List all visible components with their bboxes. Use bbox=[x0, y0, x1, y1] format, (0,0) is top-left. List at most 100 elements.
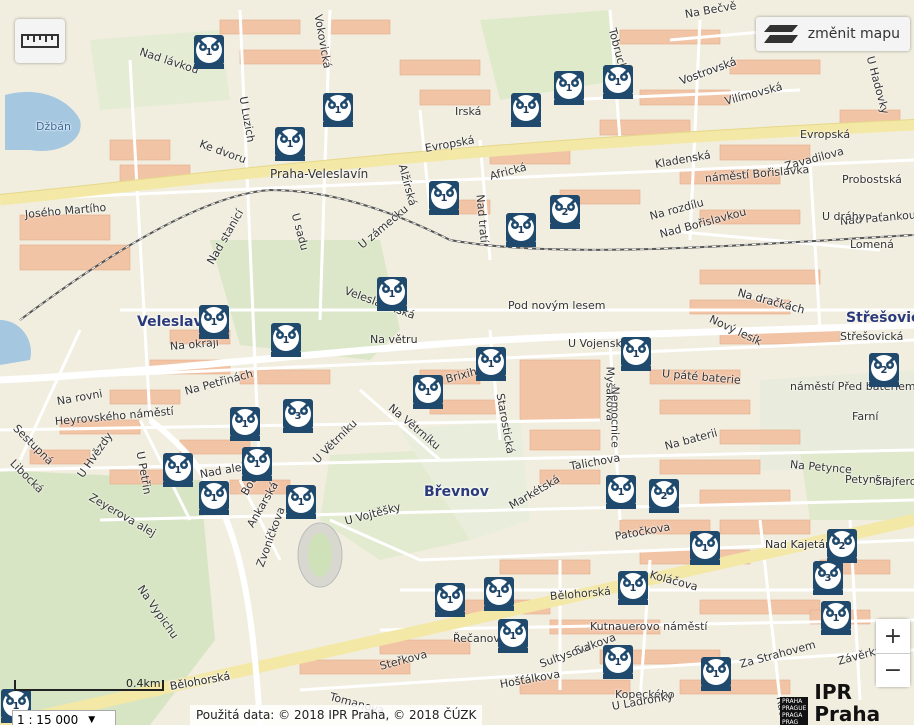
owl-pin-icon bbox=[603, 645, 633, 679]
owl-pin-icon bbox=[550, 195, 580, 229]
attribution: Použitá data: © 2018 IPR Praha, © 2018 Č… bbox=[190, 705, 483, 725]
camera-pin[interactable]: 3 bbox=[812, 560, 844, 596]
camera-pin[interactable]: 1 bbox=[376, 276, 408, 312]
camera-pin[interactable]: 2 bbox=[826, 528, 858, 564]
camera-pin[interactable]: 1 bbox=[605, 474, 637, 510]
pin-count: 1 bbox=[282, 335, 290, 346]
camera-pin[interactable]: 1 bbox=[602, 644, 634, 680]
owl-pin-icon bbox=[606, 475, 636, 509]
pin-count: 1 bbox=[701, 543, 709, 554]
owl-pin-icon bbox=[377, 277, 407, 311]
owl-pin-icon bbox=[323, 93, 353, 127]
scale-select[interactable]: 1 : 15 000 ▼ bbox=[12, 710, 116, 725]
pin-count: 1 bbox=[522, 105, 530, 116]
camera-pin[interactable]: 1 bbox=[483, 576, 515, 612]
zoom-out-button[interactable]: − bbox=[876, 653, 910, 687]
pin-count: 1 bbox=[629, 583, 637, 594]
pin-count: 2 bbox=[660, 491, 668, 502]
pin-count: 1 bbox=[632, 349, 640, 360]
camera-pin[interactable]: 2 bbox=[549, 194, 581, 230]
camera-pin[interactable]: 1 bbox=[497, 618, 529, 654]
camera-pin[interactable]: 1 bbox=[700, 656, 732, 692]
camera-pin[interactable]: 1 bbox=[274, 126, 306, 162]
camera-pin[interactable]: 1 bbox=[162, 452, 194, 488]
pin-count: 1 bbox=[253, 459, 261, 470]
zoom-in-button[interactable]: + bbox=[876, 619, 910, 653]
camera-pin[interactable]: 1 bbox=[617, 570, 649, 606]
pin-count: 1 bbox=[614, 77, 622, 88]
owl-pin-icon bbox=[484, 577, 514, 611]
camera-pin[interactable]: 2 bbox=[648, 478, 680, 514]
camera-pin[interactable]: 1 bbox=[689, 530, 721, 566]
change-map-button[interactable]: změnit mapu bbox=[755, 17, 910, 51]
owl-pin-icon bbox=[429, 181, 459, 215]
owl-pin-icon bbox=[701, 657, 731, 691]
camera-pin[interactable]: 1 bbox=[241, 446, 273, 482]
pin-count: 1 bbox=[388, 289, 396, 300]
owl-pin-icon bbox=[283, 399, 313, 433]
camera-pin[interactable]: 1 bbox=[193, 34, 225, 70]
camera-pin[interactable]: 1 bbox=[412, 374, 444, 410]
camera-pin[interactable]: 1 bbox=[434, 582, 466, 618]
owl-pin-icon bbox=[821, 601, 851, 635]
camera-pin[interactable]: 3 bbox=[282, 398, 314, 434]
camera-pin[interactable]: 1 bbox=[198, 480, 230, 516]
owl-pin-icon bbox=[621, 337, 651, 371]
camera-pin[interactable]: 1 bbox=[510, 92, 542, 128]
owl-pin-icon bbox=[827, 529, 857, 563]
camera-pin[interactable]: 1 bbox=[322, 92, 354, 128]
owl-pin-icon bbox=[163, 453, 193, 487]
owl-pin-icon bbox=[413, 375, 443, 409]
camera-pin[interactable]: 1 bbox=[229, 406, 261, 442]
camera-pin[interactable]: 1 bbox=[475, 346, 507, 382]
scale-select-value: 1 : 15 000 bbox=[17, 713, 79, 725]
pin-count: 1 bbox=[210, 317, 218, 328]
owl-pin-icon bbox=[554, 71, 584, 105]
owl-pin-icon bbox=[435, 583, 465, 617]
camera-pin[interactable]: 1 bbox=[428, 180, 460, 216]
owl-pin-icon bbox=[242, 447, 272, 481]
pin-count: 1 bbox=[205, 47, 213, 58]
pin-count: 1 bbox=[487, 359, 495, 370]
pin-count: 2 bbox=[838, 541, 846, 552]
pin-count: 1 bbox=[286, 139, 294, 150]
camera-pin[interactable]: 1 bbox=[285, 484, 317, 520]
camera-pin[interactable]: 1 bbox=[198, 304, 230, 340]
camera-pin[interactable]: 1 bbox=[620, 336, 652, 372]
pin-count: 1 bbox=[174, 465, 182, 476]
camera-pin[interactable]: 1 bbox=[505, 212, 537, 248]
owl-pin-icon bbox=[199, 481, 229, 515]
pin-count: 1 bbox=[517, 225, 525, 236]
owl-pin-icon bbox=[869, 353, 899, 387]
owl-pin-icon bbox=[618, 571, 648, 605]
owl-pin-icon bbox=[476, 347, 506, 381]
pin-count: 1 bbox=[614, 657, 622, 668]
scale-bar bbox=[14, 680, 164, 691]
pin-count: 1 bbox=[712, 669, 720, 680]
district-label-stresovice: Střešovice bbox=[846, 310, 914, 326]
pin-count: 1 bbox=[210, 493, 218, 504]
measure-button[interactable] bbox=[15, 19, 65, 63]
camera-pin[interactable]: 1 bbox=[270, 322, 302, 358]
camera-pin[interactable]: 1 bbox=[553, 70, 585, 106]
pin-count: 2 bbox=[561, 207, 569, 218]
owl-pin-icon bbox=[286, 485, 316, 519]
owl-pin-icon bbox=[511, 93, 541, 127]
owl-pin-icon bbox=[498, 619, 528, 653]
district-label-brevnov: Břevnov bbox=[424, 484, 489, 500]
pin-count: 1 bbox=[565, 83, 573, 94]
ipr-logo[interactable]: PRAHA PRAGUE PRAGA PRAG IPR Praha bbox=[780, 681, 890, 725]
owl-pin-icon bbox=[199, 305, 229, 339]
pin-count: 1 bbox=[832, 613, 840, 624]
ruler-icon bbox=[21, 34, 59, 48]
pin-count: 1 bbox=[241, 419, 249, 430]
camera-pin[interactable]: 1 bbox=[602, 64, 634, 100]
owl-pin-icon bbox=[506, 213, 536, 247]
camera-pin[interactable]: 2 bbox=[868, 352, 900, 388]
pin-count: 1 bbox=[440, 193, 448, 204]
district-label-veleslavin: Veleslavín bbox=[137, 314, 218, 330]
pin-count: 2 bbox=[880, 365, 888, 376]
camera-pin[interactable]: 1 bbox=[820, 600, 852, 636]
